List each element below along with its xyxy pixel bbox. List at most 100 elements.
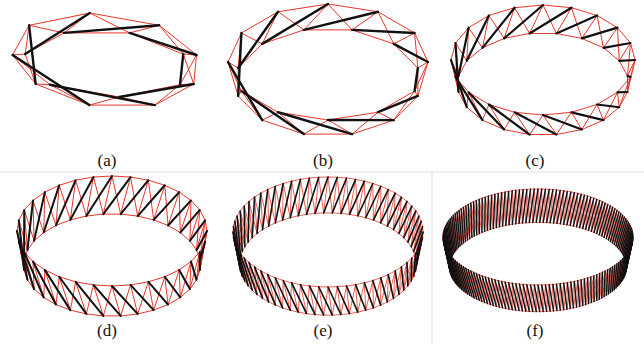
strut (499, 193, 501, 227)
strut (584, 279, 585, 305)
strut (59, 277, 86, 314)
strut (304, 12, 378, 30)
cable (148, 180, 164, 185)
cable (594, 275, 597, 302)
cable (307, 213, 316, 215)
cable (619, 61, 627, 76)
strut (506, 191, 509, 225)
strut (262, 4, 328, 44)
cable (292, 283, 299, 312)
strut (399, 206, 412, 233)
cable (530, 33, 557, 34)
cable (373, 183, 381, 186)
strut (165, 277, 181, 298)
cable (630, 43, 635, 60)
cable (283, 281, 290, 311)
cable (586, 277, 591, 305)
strut (473, 202, 475, 236)
cable (604, 268, 610, 296)
cable (93, 176, 112, 177)
strut (131, 285, 154, 310)
strut (483, 8, 515, 48)
strut (410, 258, 412, 281)
cable (550, 284, 553, 311)
strut (570, 193, 578, 225)
strut (401, 267, 403, 290)
strut (626, 239, 633, 266)
strut (509, 283, 516, 311)
cable (498, 193, 502, 226)
strut (180, 210, 199, 233)
cable (597, 273, 600, 300)
cable (194, 55, 197, 84)
cable (304, 29, 352, 30)
strut (228, 62, 262, 120)
strut (519, 284, 525, 311)
cable (516, 190, 519, 223)
strut (560, 191, 567, 223)
cable (519, 190, 522, 223)
strut (358, 183, 373, 215)
cable (337, 285, 346, 287)
strut (582, 28, 618, 39)
strut (596, 275, 598, 301)
cable (347, 178, 356, 179)
cable (319, 286, 328, 287)
cable (90, 13, 159, 25)
cable (366, 183, 373, 217)
cable (364, 281, 372, 283)
cable (319, 177, 328, 178)
strut (269, 186, 276, 226)
cable (387, 271, 395, 302)
strut (481, 198, 483, 232)
divider-line (432, 172, 433, 344)
cable (154, 305, 168, 311)
cable (604, 107, 620, 120)
cable (337, 177, 346, 179)
cable (180, 55, 197, 85)
cable (418, 62, 428, 96)
strut (516, 190, 520, 224)
cable (121, 214, 138, 216)
cable (131, 177, 149, 180)
strut (468, 204, 469, 238)
cable (394, 33, 415, 44)
strut (581, 280, 583, 306)
strut (179, 270, 190, 289)
strut (263, 189, 268, 229)
cable (570, 281, 574, 308)
strut (93, 285, 120, 316)
cable (315, 314, 324, 315)
cable (502, 193, 506, 226)
cable (573, 281, 577, 308)
strut (27, 200, 33, 250)
strut (406, 263, 408, 286)
strut (404, 211, 416, 238)
cable (159, 25, 196, 55)
cable (138, 216, 154, 220)
strut (300, 285, 315, 315)
strut (328, 119, 394, 122)
cable (358, 310, 366, 312)
cable (617, 77, 630, 92)
cable (93, 285, 112, 286)
strut (416, 237, 422, 261)
strut (29, 25, 36, 84)
cable (617, 28, 630, 43)
cable (366, 218, 374, 220)
strut (556, 16, 597, 34)
strut (571, 282, 574, 308)
strut (564, 192, 571, 224)
cable (604, 270, 608, 297)
cable (399, 234, 404, 238)
cable (564, 283, 568, 310)
cable (112, 285, 131, 286)
panel-label: (c) (526, 152, 545, 169)
cable (404, 258, 412, 290)
strut (349, 181, 364, 214)
cable (373, 278, 380, 308)
cable (373, 186, 380, 220)
strut (275, 278, 290, 311)
strut (458, 28, 468, 76)
cable (560, 283, 563, 310)
